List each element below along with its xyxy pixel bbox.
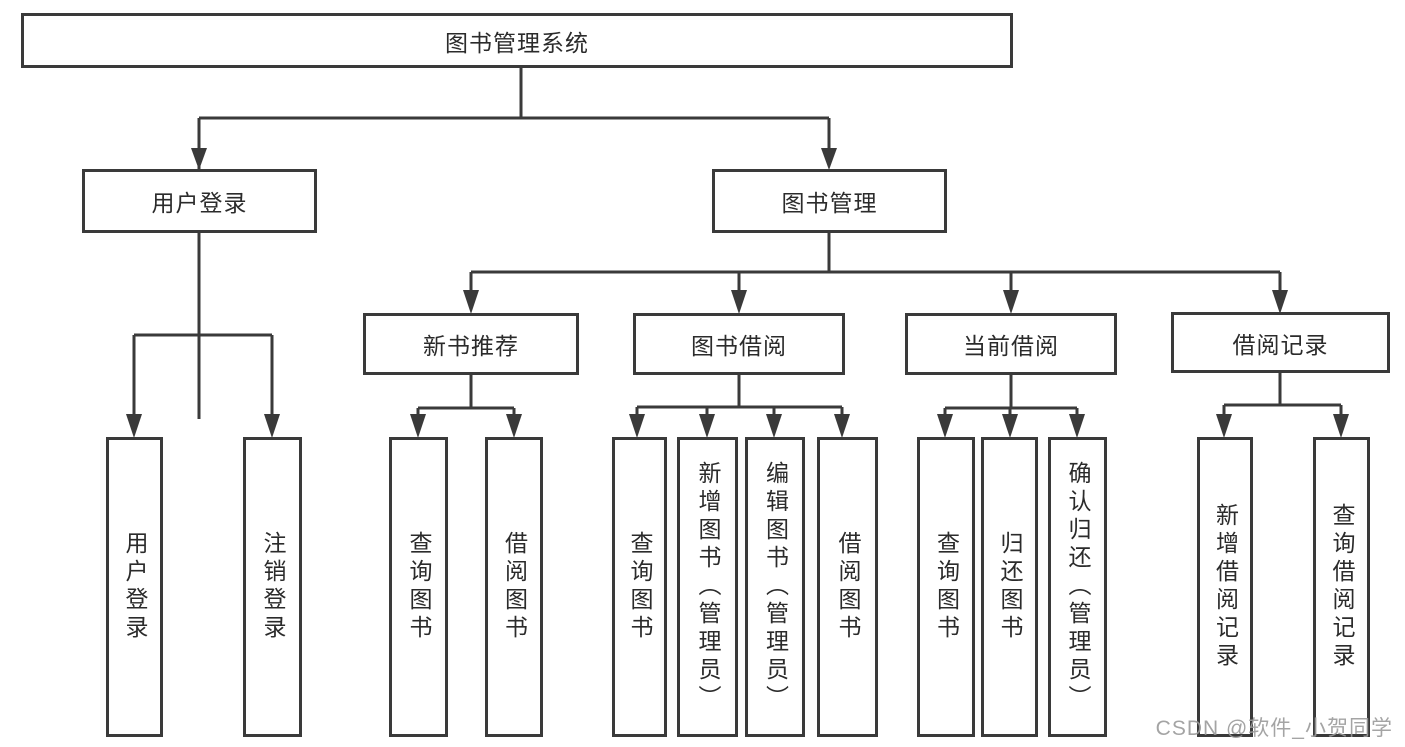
leaf-node-cb-confirm-return-label: 确认归还（管理员） bbox=[1065, 461, 1091, 713]
leaf-node-bb-query-book-label: 查询图书 bbox=[627, 531, 653, 643]
leaf-node-nb-borrow-book-label: 借阅图书 bbox=[501, 531, 528, 643]
leaf-node-logout-label: 注销登录 bbox=[260, 531, 286, 643]
node-current-borrow-label: 当前借阅 bbox=[963, 333, 1059, 359]
leaf-node-bb-query-book: 查询图书 bbox=[612, 437, 667, 737]
node-user-login-label: 用户登录 bbox=[151, 190, 248, 216]
leaf-node-cb-query-book-label: 查询图书 bbox=[933, 531, 960, 643]
node-user-login: 用户登录 bbox=[82, 169, 317, 233]
leaf-node-nb-query-book-label: 查询图书 bbox=[406, 531, 432, 643]
connector-book-management-children bbox=[463, 233, 1288, 314]
leaf-node-bb-edit-book-label: 编辑图书（管理员） bbox=[762, 461, 789, 713]
leaf-node-user-login: 用户登录 bbox=[106, 437, 163, 737]
connector-book-borrow-children bbox=[629, 375, 850, 438]
leaf-node-br-add-record: 新增借阅记录 bbox=[1197, 437, 1253, 737]
connector-current-borrow-children bbox=[937, 375, 1085, 438]
leaf-node-br-query-record: 查询借阅记录 bbox=[1313, 437, 1370, 737]
connector-borrow-record-children bbox=[1216, 373, 1349, 438]
leaf-node-bb-borrow-book-label: 借阅图书 bbox=[835, 531, 861, 643]
connector-root-to-level2 bbox=[191, 66, 837, 419]
leaf-node-cb-return-book: 归还图书 bbox=[981, 437, 1038, 737]
connector-new-book-recommend-children bbox=[410, 375, 522, 438]
leaf-node-cb-return-book-label: 归还图书 bbox=[997, 531, 1023, 643]
leaf-node-br-add-record-label: 新增借阅记录 bbox=[1212, 503, 1239, 671]
node-root: 图书管理系统 bbox=[21, 13, 1013, 68]
node-book-management-label: 图书管理 bbox=[781, 190, 878, 216]
node-new-book-recommend-label: 新书推荐 bbox=[423, 333, 519, 359]
leaf-node-cb-query-book: 查询图书 bbox=[917, 437, 975, 737]
csdn-watermark: CSDN @软件_小贺同学 bbox=[1155, 717, 1393, 740]
node-book-borrow: 图书借阅 bbox=[633, 313, 845, 375]
node-borrow-record-label: 借阅记录 bbox=[1232, 331, 1329, 358]
leaf-node-cb-confirm-return: 确认归还（管理员） bbox=[1048, 437, 1107, 737]
node-book-management: 图书管理 bbox=[712, 169, 947, 233]
leaf-node-logout: 注销登录 bbox=[243, 437, 302, 737]
connector-user-login-children bbox=[126, 233, 280, 438]
leaf-node-bb-add-book: 新增图书（管理员） bbox=[677, 437, 738, 737]
node-current-borrow: 当前借阅 bbox=[905, 313, 1117, 375]
leaf-node-bb-add-book-label: 新增图书（管理员） bbox=[695, 461, 721, 713]
leaf-node-nb-query-book: 查询图书 bbox=[389, 437, 448, 737]
node-book-borrow-label: 图书借阅 bbox=[691, 333, 787, 359]
node-borrow-record: 借阅记录 bbox=[1171, 312, 1390, 373]
leaf-node-nb-borrow-book: 借阅图书 bbox=[485, 437, 543, 737]
node-root-label: 图书管理系统 bbox=[445, 29, 589, 56]
leaf-node-br-query-record-label: 查询借阅记录 bbox=[1329, 503, 1355, 671]
leaf-node-bb-edit-book: 编辑图书（管理员） bbox=[745, 437, 805, 737]
node-new-book-recommend: 新书推荐 bbox=[363, 313, 579, 375]
leaf-node-bb-borrow-book: 借阅图书 bbox=[817, 437, 878, 737]
leaf-node-user-login-label: 用户登录 bbox=[122, 531, 148, 643]
